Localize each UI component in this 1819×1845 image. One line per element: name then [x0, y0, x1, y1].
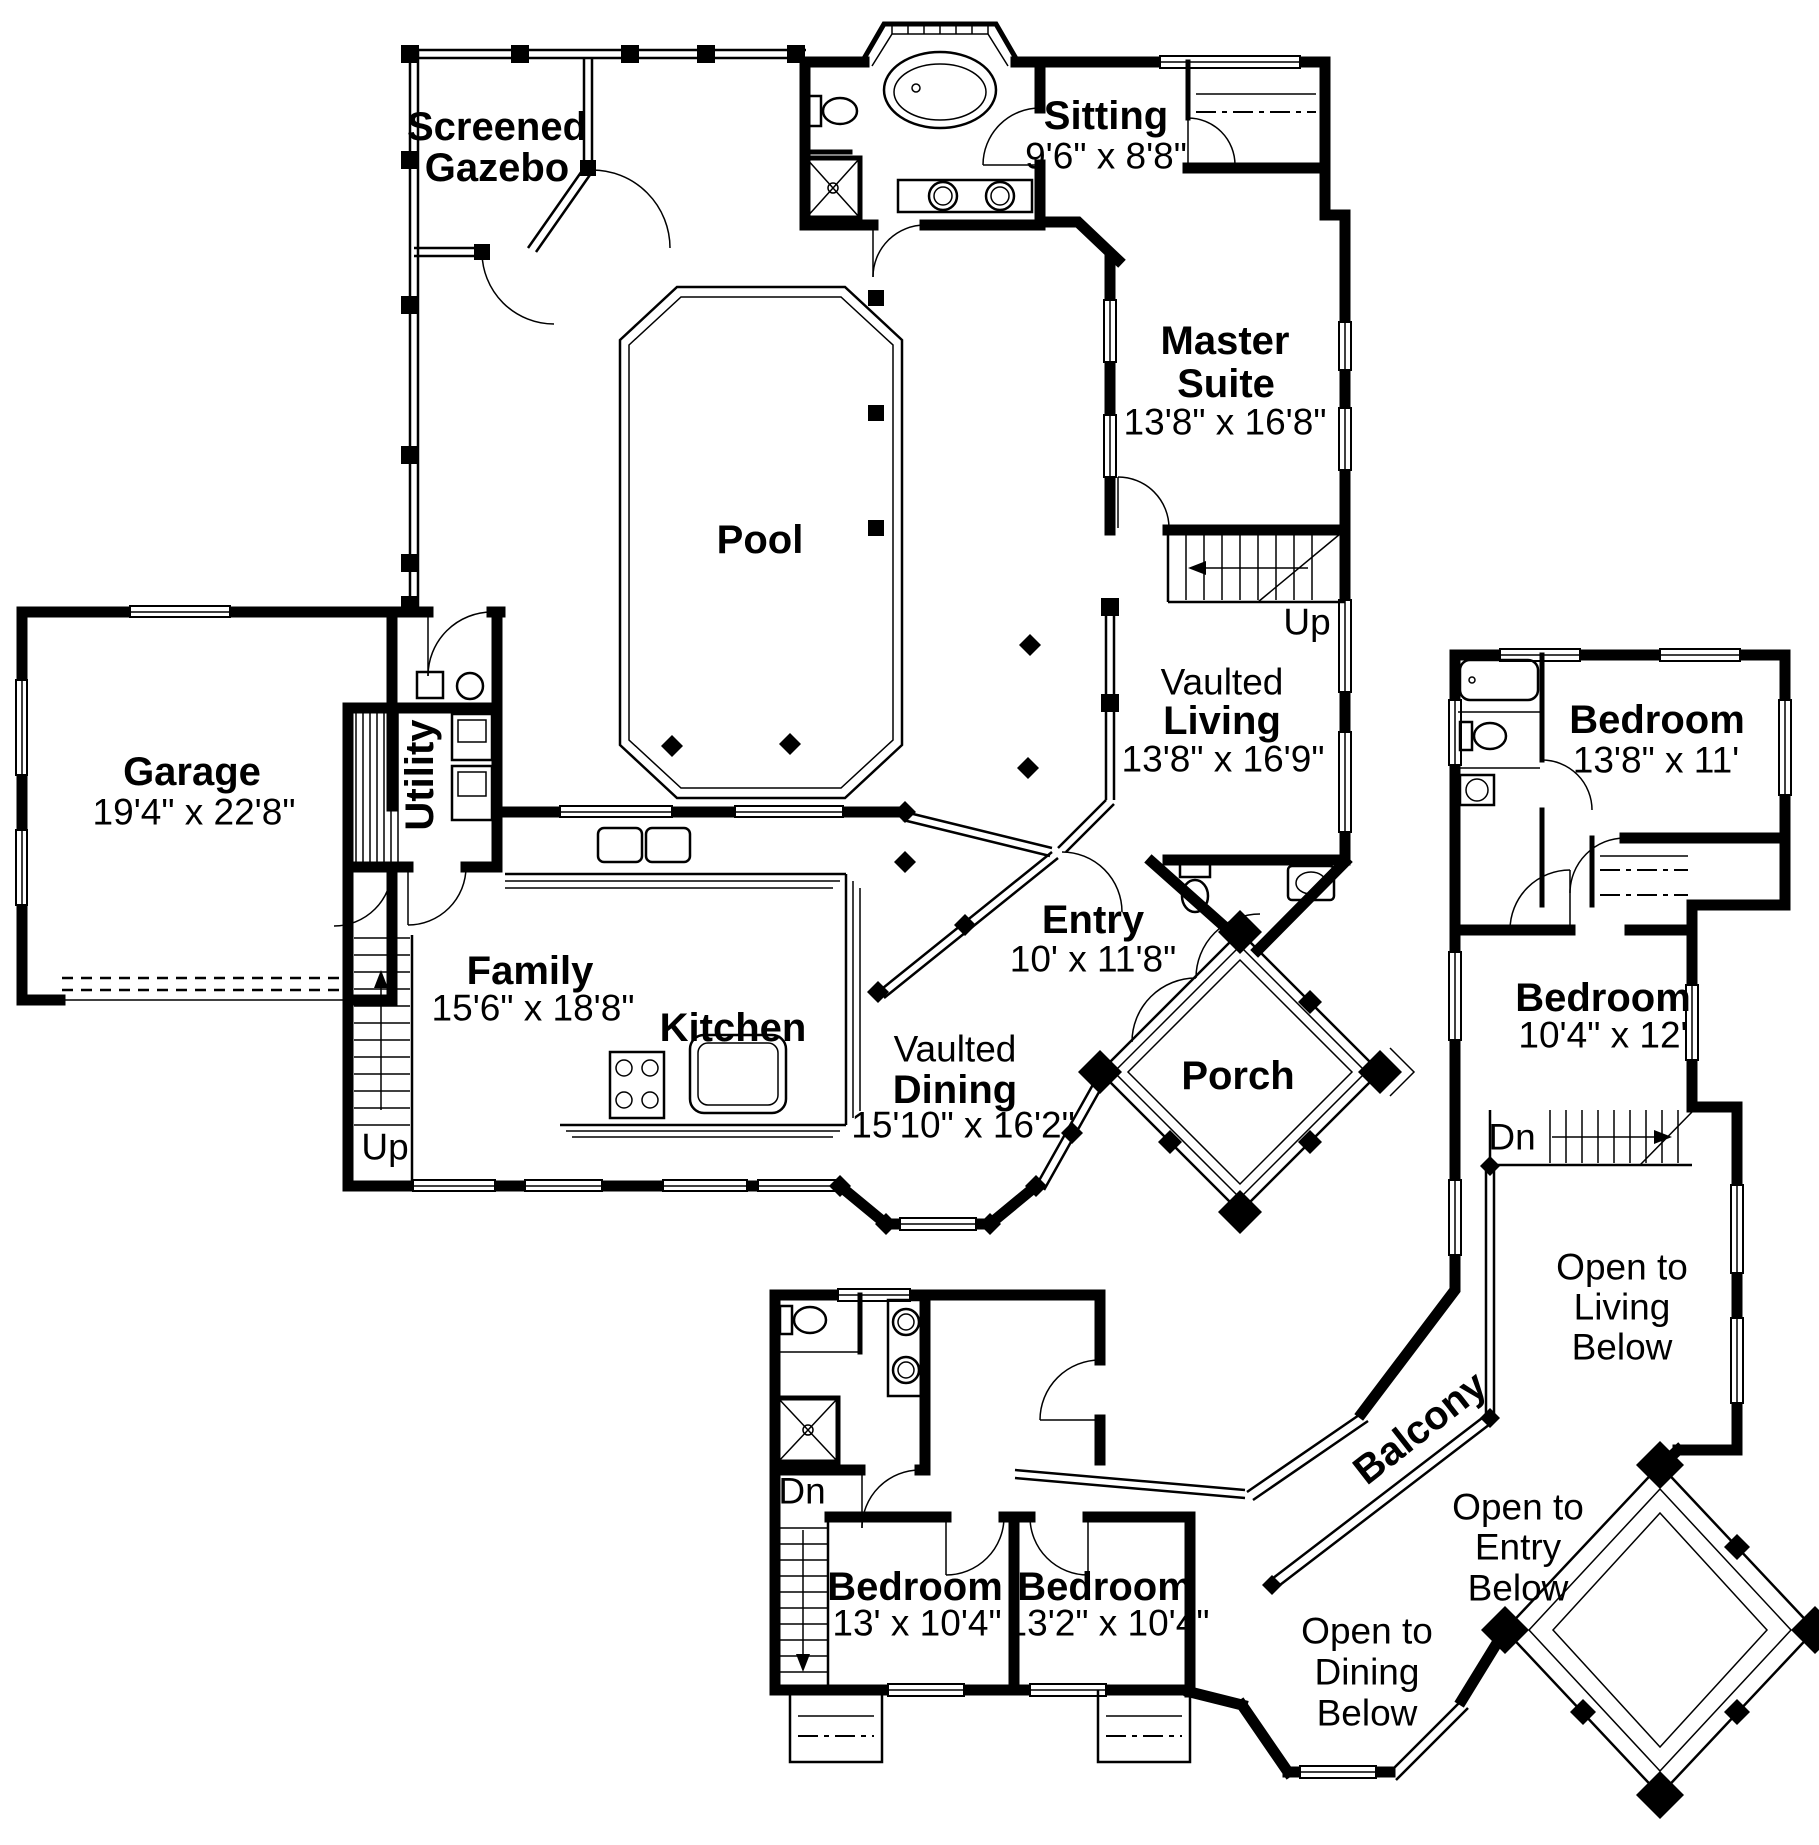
stairs-dn-right-label: Dn [1488, 1116, 1536, 1158]
floor2-bath-bedrooms-ne [1449, 652, 1791, 936]
sitting-closet [982, 56, 1351, 268]
room-label-pool: Pool [716, 518, 804, 562]
dining-bay [829, 1071, 1110, 1235]
porch-structure [1078, 910, 1416, 1234]
pool-deck-columns [661, 290, 1041, 873]
open-dining-line2: Dining [1314, 1651, 1420, 1693]
floor2-stairs-right [1262, 1110, 1693, 1595]
room-label-entry: Entry [1041, 898, 1145, 942]
room-dims-bedroom-ne: 13'8" x 11' [1572, 739, 1740, 781]
room-label-family: Family [466, 949, 594, 993]
room-label-gazebo-line1: Screened [406, 105, 588, 149]
floor2-bedroom-block [769, 1288, 1246, 1764]
room-label-dining-line1: Vaulted [893, 1028, 1017, 1070]
room-label-porch: Porch [1181, 1054, 1295, 1098]
entry-powder [867, 598, 1353, 1043]
screened-gazebo-walls [401, 45, 806, 614]
room-dims-dining: 15'10" x 16'2" [851, 1104, 1075, 1146]
room-dims-living: 13'8" x 16'9" [1121, 738, 1325, 780]
room-label-bedroom-ne: Bedroom [1569, 698, 1745, 742]
room-label-kitchen: Kitchen [659, 1006, 807, 1050]
room-dims-bedroom-se: 13'2" x 10'4" [1006, 1602, 1210, 1644]
master-suite-walls [1103, 209, 1352, 866]
room-label-bedroom-sw: Bedroom [827, 1565, 1003, 1609]
room-label-dining-line2: Dining [892, 1068, 1018, 1112]
open-dining-line3: Below [1316, 1692, 1418, 1734]
room-label-bedroom-e: Bedroom [1515, 976, 1691, 1020]
south-wall [342, 1179, 846, 1192]
floor2-outline [1246, 648, 1792, 1502]
open-entry-line1: Open to [1452, 1486, 1584, 1528]
room-label-garage: Garage [123, 750, 261, 794]
room-dims-entry: 10' x 11'8" [1009, 938, 1177, 980]
master-stairs [1166, 533, 1345, 604]
room-label-bedroom-se: Bedroom [1017, 1565, 1193, 1609]
room-dims-family: 15'6" x 18'8" [431, 987, 635, 1029]
room-dims-master: 13'8" x 16'8" [1123, 401, 1327, 443]
open-dining-line1: Open to [1301, 1610, 1433, 1652]
room-dims-garage: 19'4" x 22'8" [92, 791, 296, 833]
stairs-dn-left-label: Dn [778, 1470, 826, 1512]
floor2-porch-roof [1183, 1441, 1819, 1819]
room-label-living-line2: Living [1163, 699, 1281, 743]
room-label-utility: Utility [398, 719, 442, 831]
open-living-line2: Living [1573, 1286, 1671, 1328]
room-dims-bedroom-sw: 13' x 10'4" [832, 1602, 1002, 1644]
utility-room [342, 606, 503, 926]
family-stairs [342, 861, 414, 1192]
room-label-living-line1: Vaulted [1160, 661, 1284, 703]
room-dims-bedroom-e: 10'4" x 12' [1518, 1014, 1688, 1056]
open-living-line1: Open to [1556, 1246, 1688, 1288]
room-label-sitting: Sitting [1043, 94, 1169, 138]
room-label-master-line2: Suite [1177, 362, 1275, 406]
room-label-gazebo-line2: Gazebo [424, 146, 570, 190]
open-entry-line2: Entry [1474, 1526, 1562, 1568]
stairs-up-family-label: Up [361, 1126, 409, 1168]
pool-outline [618, 285, 904, 800]
open-living-line3: Below [1571, 1326, 1673, 1368]
room-dims-sitting: 9'6" x 8'8" [1025, 135, 1187, 177]
stairs-up-master-label: Up [1283, 601, 1331, 643]
room-label-master-line1: Master [1160, 319, 1290, 363]
open-entry-line3: Below [1467, 1567, 1569, 1609]
kitchen-fixtures [491, 805, 911, 1138]
